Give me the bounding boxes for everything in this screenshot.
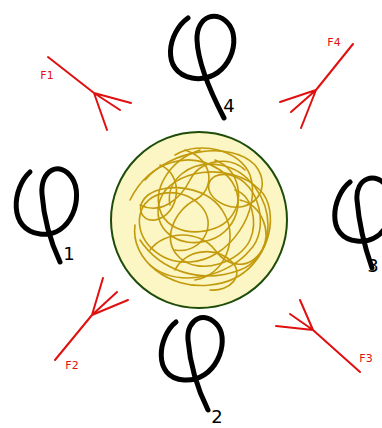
philosopher-symbol bbox=[335, 178, 382, 268]
fork-label: F4 bbox=[327, 37, 340, 48]
philosopher-symbol bbox=[161, 318, 222, 410]
philosophers bbox=[16, 16, 382, 410]
philosopher-symbol bbox=[16, 169, 76, 262]
spaghetti bbox=[130, 148, 270, 290]
forks bbox=[48, 44, 360, 372]
philosopher-number: 2 bbox=[211, 408, 222, 426]
fork-symbol bbox=[55, 278, 128, 360]
fork-label: F3 bbox=[359, 353, 372, 364]
philosopher-number: 4 bbox=[223, 97, 234, 115]
fork-label: F2 bbox=[65, 360, 78, 371]
fork-label: F1 bbox=[40, 70, 53, 81]
philosopher-symbol bbox=[170, 16, 233, 118]
plate bbox=[111, 132, 287, 308]
philosopher-number: 1 bbox=[63, 245, 74, 263]
fork-symbol bbox=[276, 300, 360, 372]
philosopher-number: 3 bbox=[367, 257, 378, 275]
fork-symbol bbox=[48, 57, 131, 130]
fork-symbol bbox=[280, 44, 353, 128]
